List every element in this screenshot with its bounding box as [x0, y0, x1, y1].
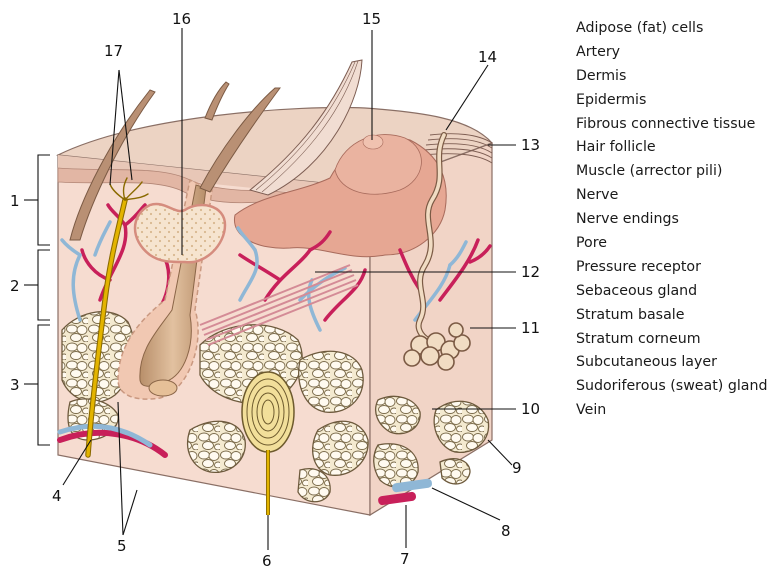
callout-13: 13	[521, 136, 540, 154]
sebaceous-gland	[135, 204, 225, 262]
term-item: Muscle (arrector pili)	[576, 160, 767, 184]
term-item: Epidermis	[576, 89, 767, 113]
term-item: Adipose (fat) cells	[576, 17, 767, 41]
term-item: Hair follicle	[576, 136, 767, 160]
callout-15: 15	[362, 10, 381, 28]
callout-5: 5	[117, 537, 127, 555]
term-item: Sebaceous gland	[576, 280, 767, 304]
term-item: Dermis	[576, 65, 767, 89]
term-item: Nerve endings	[576, 208, 767, 232]
term-item: Pore	[576, 232, 767, 256]
term-item: Artery	[576, 41, 767, 65]
callout-3: 3	[10, 376, 20, 394]
term-item: Stratum basale	[576, 304, 767, 328]
callout-12: 12	[521, 263, 540, 281]
callout-1: 1	[10, 192, 20, 210]
term-item: Subcutaneous layer	[576, 351, 767, 375]
callout-11: 11	[521, 319, 540, 337]
callout-10: 10	[521, 400, 540, 418]
term-item: Fibrous connective tissue	[576, 113, 767, 137]
term-item: Sudoriferous (sweat) gland	[576, 375, 767, 399]
callout-6: 6	[262, 552, 272, 570]
term-item: Vein	[576, 399, 767, 423]
term-list: Adipose (fat) cells Artery Dermis Epider…	[576, 17, 767, 423]
callout-14: 14	[478, 48, 497, 66]
callout-2: 2	[10, 277, 20, 295]
term-item: Pressure receptor	[576, 256, 767, 280]
callout-16: 16	[172, 10, 191, 28]
callout-17: 17	[104, 42, 123, 60]
term-item: Nerve	[576, 184, 767, 208]
callout-8: 8	[501, 522, 511, 540]
term-item: Stratum corneum	[576, 328, 767, 352]
callout-4: 4	[52, 487, 62, 505]
callout-9: 9	[512, 459, 522, 477]
layer-brackets	[24, 155, 50, 445]
callout-7: 7	[400, 550, 410, 568]
